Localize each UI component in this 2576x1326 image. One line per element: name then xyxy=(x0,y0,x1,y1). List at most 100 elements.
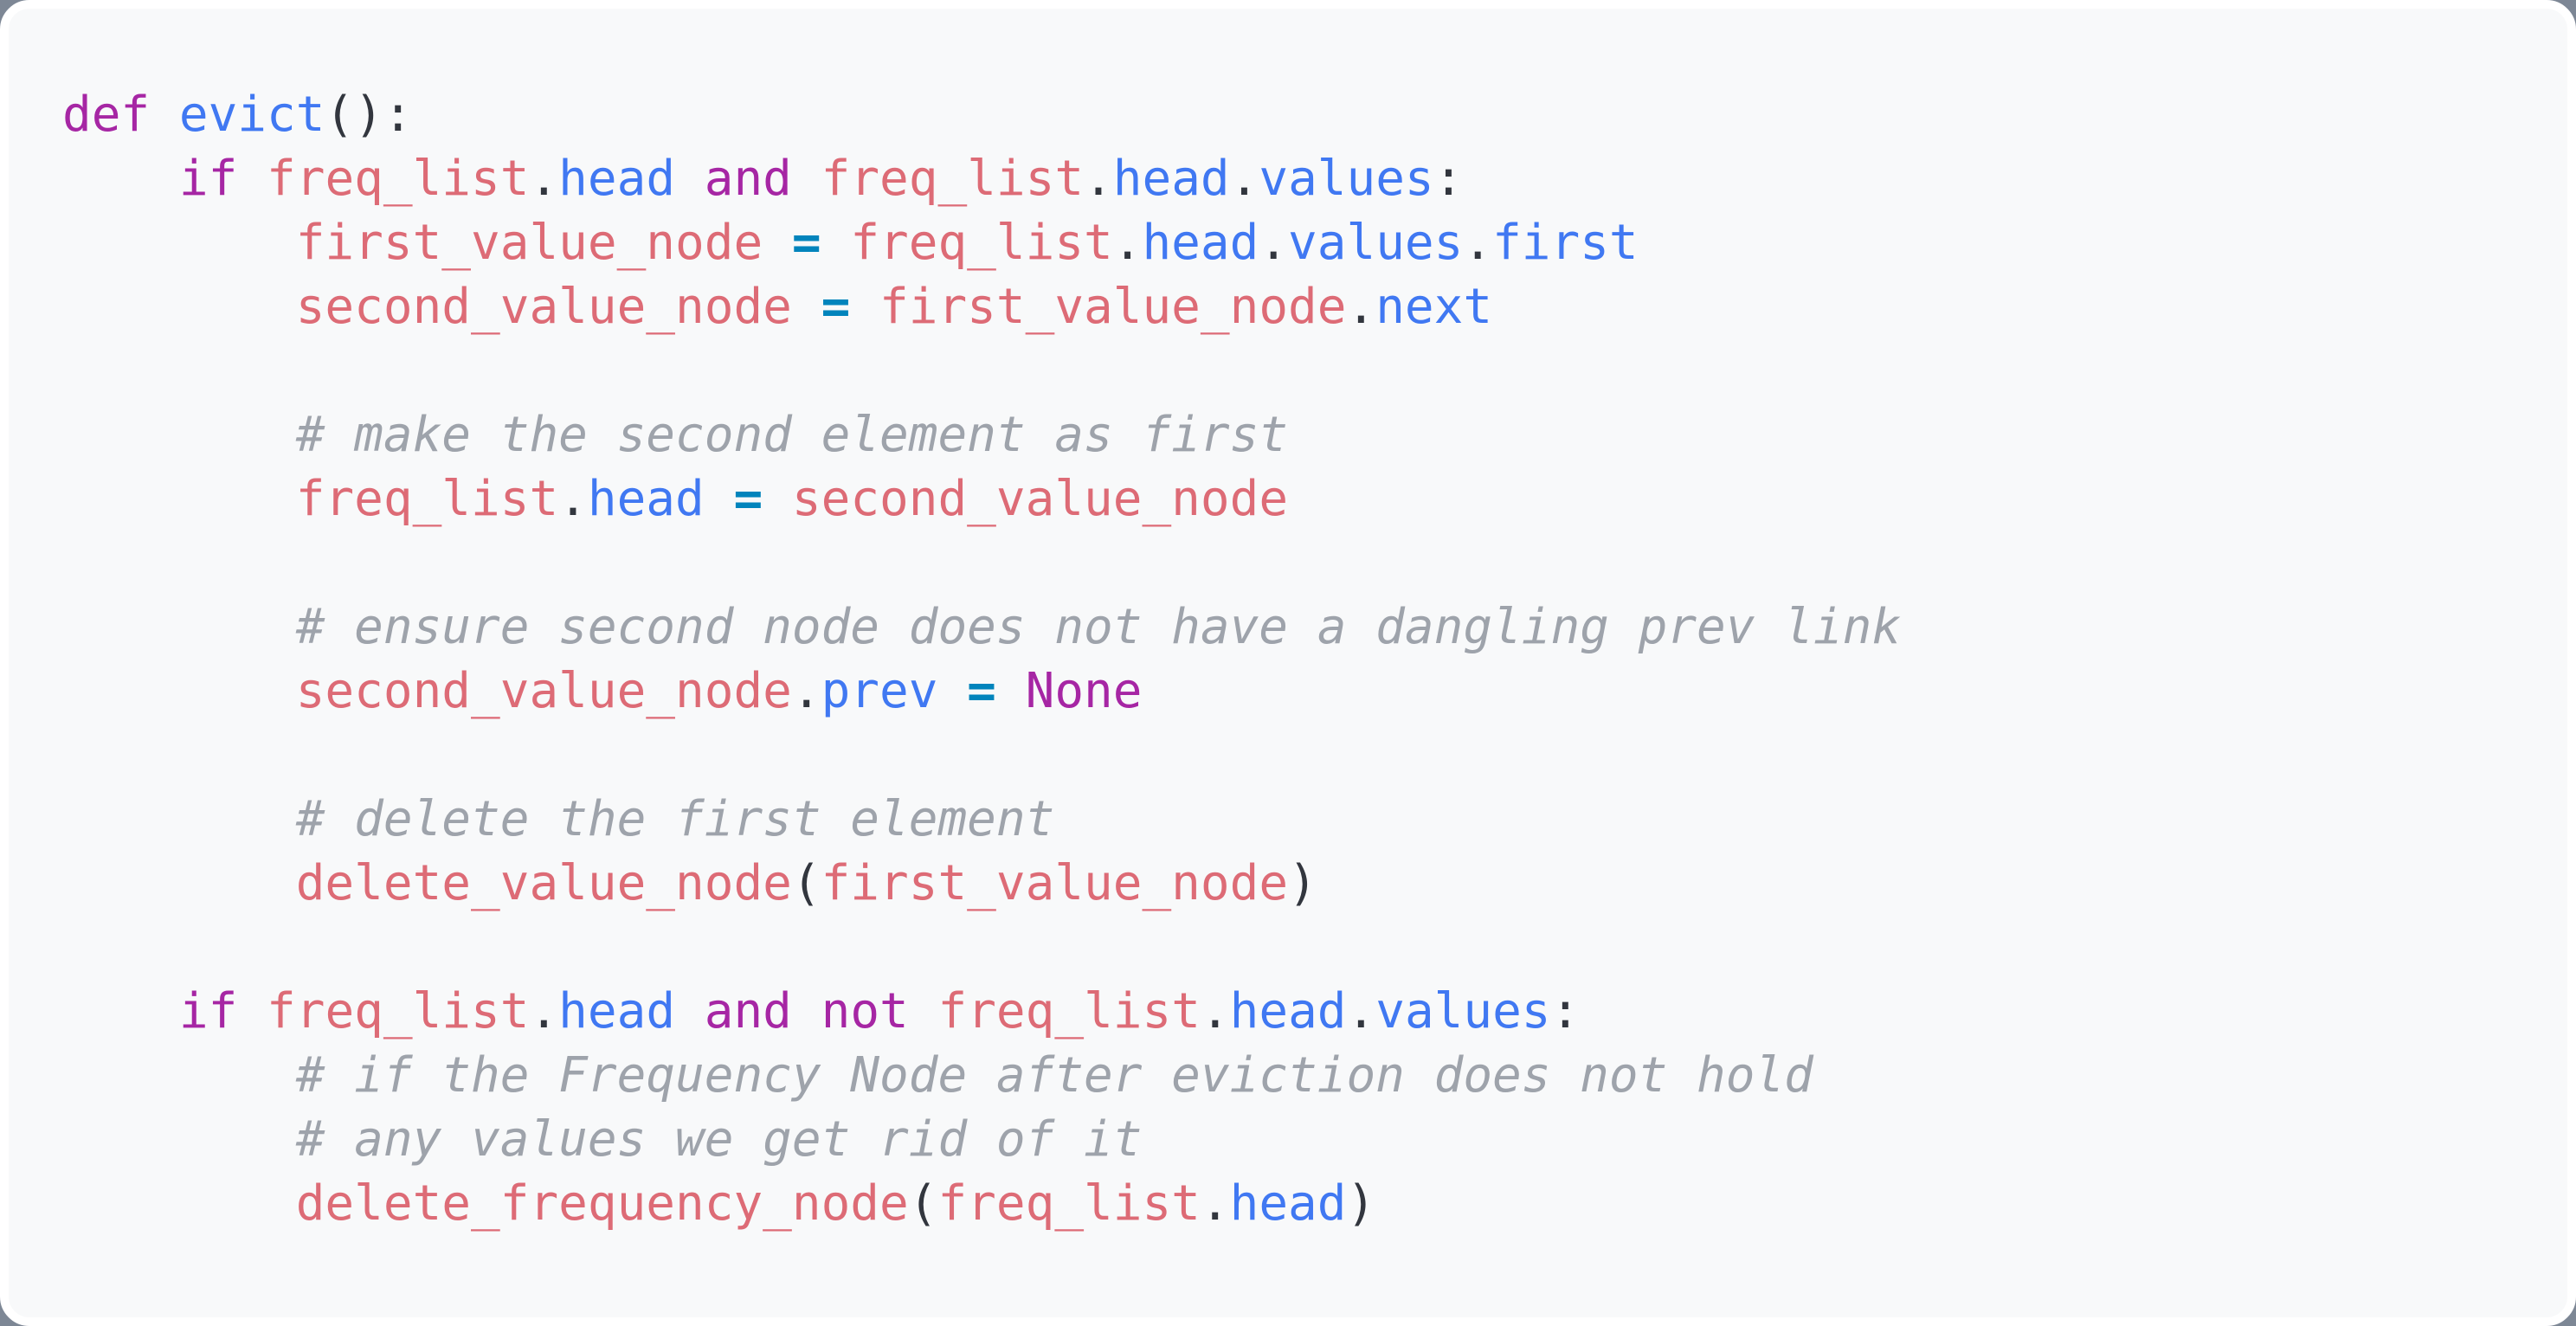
whitespace-token xyxy=(62,1175,296,1232)
attribute-token: head xyxy=(1112,151,1230,207)
punctuation-token: . xyxy=(529,151,559,207)
attribute-token: values xyxy=(1288,215,1464,271)
comment-token: # ensure second node does not have a dan… xyxy=(295,599,1902,655)
punctuation-token: : xyxy=(1550,983,1581,1040)
comment-token: # any values we get rid of it xyxy=(295,1111,1143,1168)
code-line: delete_frequency_node(freq_list.head) xyxy=(62,1172,2533,1236)
whitespace-token xyxy=(62,279,296,335)
attribute-token: head xyxy=(587,471,705,527)
variable-token: second_value_node xyxy=(295,279,792,335)
punctuation-token: ) xyxy=(1346,1175,1376,1232)
code-line: # if the Frequency Node after eviction d… xyxy=(62,1044,2533,1108)
whitespace-token xyxy=(909,983,938,1040)
variable-token: first_value_node xyxy=(879,279,1347,335)
whitespace-token xyxy=(792,279,821,335)
attribute-token: prev xyxy=(821,663,938,719)
variable-token: first_value_node xyxy=(295,215,763,271)
whitespace-token xyxy=(237,151,267,207)
code-line: second_value_node = first_value_node.nex… xyxy=(62,275,2533,339)
whitespace-token xyxy=(792,983,821,1040)
punctuation-token: (): xyxy=(325,87,413,143)
punctuation-token: . xyxy=(1346,279,1376,335)
code-line: freq_list.head = second_value_node xyxy=(62,467,2533,531)
whitespace-token xyxy=(675,983,705,1040)
whitespace-token xyxy=(237,983,267,1040)
attribute-token: head xyxy=(1142,215,1259,271)
punctuation-token: ) xyxy=(1288,855,1317,911)
keyword-token: None xyxy=(1025,663,1143,719)
variable-token: first_value_node xyxy=(821,855,1289,911)
operator-token: = xyxy=(821,279,851,335)
punctuation-token: . xyxy=(1200,1175,1230,1232)
operator-token: = xyxy=(967,663,996,719)
punctuation-token: . xyxy=(529,983,559,1040)
whitespace-token xyxy=(996,663,1026,719)
attribute-token: head xyxy=(558,151,676,207)
variable-token: freq_list xyxy=(821,151,1085,207)
whitespace-token xyxy=(150,87,179,143)
whitespace-token xyxy=(937,663,967,719)
punctuation-token: . xyxy=(791,663,821,719)
variable-token: delete_frequency_node xyxy=(295,1175,909,1232)
attribute-token: first xyxy=(1492,215,1639,271)
attribute-token: next xyxy=(1375,279,1493,335)
whitespace-token xyxy=(792,151,821,207)
whitespace-token xyxy=(705,471,734,527)
code-line: second_value_node.prev = None xyxy=(62,660,2533,724)
punctuation-token: . xyxy=(1346,983,1376,1040)
operator-token: = xyxy=(733,471,763,527)
code-line: if freq_list.head and not freq_list.head… xyxy=(62,980,2533,1044)
whitespace-token xyxy=(850,279,879,335)
punctuation-token: . xyxy=(1259,215,1289,271)
keyword-token: if xyxy=(178,983,238,1040)
code-line: # ensure second node does not have a dan… xyxy=(62,595,2533,660)
variable-token: freq_list xyxy=(937,1175,1201,1232)
whitespace-token xyxy=(62,663,296,719)
attribute-token: values xyxy=(1259,151,1434,207)
whitespace-token xyxy=(62,791,296,847)
keyword-token: if xyxy=(178,151,238,207)
code-line xyxy=(62,916,2533,980)
comment-token: # delete the first element xyxy=(295,791,1055,847)
code-line xyxy=(62,531,2533,595)
punctuation-token: . xyxy=(1463,215,1493,271)
variable-token: second_value_node xyxy=(791,471,1289,527)
code-block: def evict(): if freq_list.head and freq_… xyxy=(9,9,2567,1314)
whitespace-token xyxy=(62,983,179,1040)
punctuation-token: . xyxy=(1084,151,1113,207)
variable-token: second_value_node xyxy=(295,663,792,719)
attribute-token: head xyxy=(1229,983,1347,1040)
code-line xyxy=(62,339,2533,403)
variable-token: freq_list xyxy=(295,471,559,527)
punctuation-token: . xyxy=(558,471,588,527)
operator-token: = xyxy=(791,215,821,271)
keyword-token: and xyxy=(704,151,792,207)
attribute-token: values xyxy=(1375,983,1551,1040)
attribute-token: head xyxy=(558,983,676,1040)
keyword-token: not xyxy=(821,983,909,1040)
punctuation-token: : xyxy=(1433,151,1464,207)
punctuation-token: ( xyxy=(908,1175,938,1232)
whitespace-token xyxy=(821,215,851,271)
variable-token: freq_list xyxy=(267,151,530,207)
whitespace-token xyxy=(62,855,296,911)
whitespace-token xyxy=(62,407,296,463)
variable-token: freq_list xyxy=(850,215,1113,271)
whitespace-token xyxy=(62,599,296,655)
whitespace-token xyxy=(763,215,792,271)
whitespace-token xyxy=(62,1111,296,1168)
whitespace-token xyxy=(62,471,296,527)
attribute-token: head xyxy=(1229,1175,1347,1232)
code-line: # delete the first element xyxy=(62,788,2533,852)
code-line: def evict(): xyxy=(62,83,2533,147)
variable-token: delete_value_node xyxy=(295,855,792,911)
punctuation-token: . xyxy=(1229,151,1259,207)
code-line: delete_value_node(first_value_node) xyxy=(62,852,2533,916)
code-line: first_value_node = freq_list.head.values… xyxy=(62,211,2533,275)
comment-token: # if the Frequency Node after eviction d… xyxy=(295,1047,1813,1104)
keyword-token: def xyxy=(62,87,151,143)
punctuation-token: . xyxy=(1200,983,1230,1040)
variable-token: freq_list xyxy=(937,983,1201,1040)
whitespace-token xyxy=(62,215,296,271)
